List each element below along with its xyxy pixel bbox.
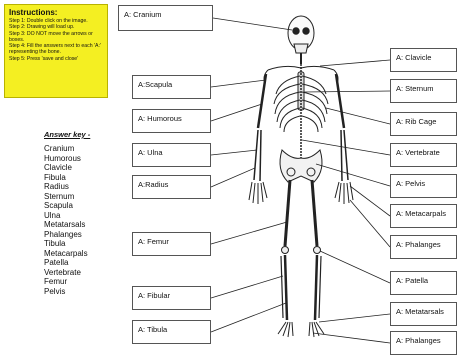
label-box-scapula[interactable]: A:Scapula: [132, 75, 211, 99]
label-box-pelvis[interactable]: A: Pelvis: [390, 174, 457, 198]
label-metatarsals: A: Metatarsals: [396, 307, 444, 316]
label-box-femur[interactable]: A: Femur: [132, 232, 211, 256]
label-patella: A: Patella: [396, 276, 428, 285]
label-ulna: A: Ulna: [138, 148, 163, 157]
label-fibular: A: Fibular: [138, 291, 170, 300]
label-tibula: A: Tibula: [138, 325, 167, 334]
label-box-phalanges-hand[interactable]: A: Phalanges: [390, 235, 457, 259]
label-pelvis: A: Pelvis: [396, 179, 425, 188]
label-radius: A:Radius: [138, 180, 168, 189]
label-scapula: A:Scapula: [138, 80, 172, 89]
label-phalanges-foot: A: Phalanges: [396, 336, 441, 345]
label-box-phalanges-foot[interactable]: A: Phalanges: [390, 331, 457, 355]
label-box-radius[interactable]: A:Radius: [132, 175, 211, 199]
label-cranium: A: Cranium: [124, 10, 162, 19]
label-box-cranium[interactable]: A: Cranium: [118, 5, 213, 31]
label-femur: A: Femur: [138, 237, 169, 246]
label-clavicle: A: Clavicle: [396, 53, 431, 62]
label-rib-cage: A: Rib Cage: [396, 117, 436, 126]
label-metacarpals: A: Metacarpals: [396, 209, 446, 218]
label-box-fibular[interactable]: A: Fibular: [132, 286, 211, 310]
label-box-humorous[interactable]: A: Humorous: [132, 109, 211, 133]
label-humorous: A: Humorous: [138, 114, 182, 123]
label-box-metatarsals[interactable]: A: Metatarsals: [390, 302, 457, 326]
label-box-ulna[interactable]: A: Ulna: [132, 143, 211, 167]
label-phalanges-hand: A: Phalanges: [396, 240, 441, 249]
label-box-clavicle[interactable]: A: Clavicle: [390, 48, 457, 72]
label-sternum: A: Sternum: [396, 84, 434, 93]
label-vertebrate: A: Vertebrate: [396, 148, 440, 157]
label-box-tibula[interactable]: A: Tibula: [132, 320, 211, 344]
label-box-vertebrate[interactable]: A: Vertebrate: [390, 143, 457, 167]
label-box-patella[interactable]: A: Patella: [390, 271, 457, 295]
label-box-rib-cage[interactable]: A: Rib Cage: [390, 112, 457, 136]
label-box-sternum[interactable]: A: Sternum: [390, 79, 457, 103]
label-box-metacarpals[interactable]: A: Metacarpals: [390, 204, 457, 228]
